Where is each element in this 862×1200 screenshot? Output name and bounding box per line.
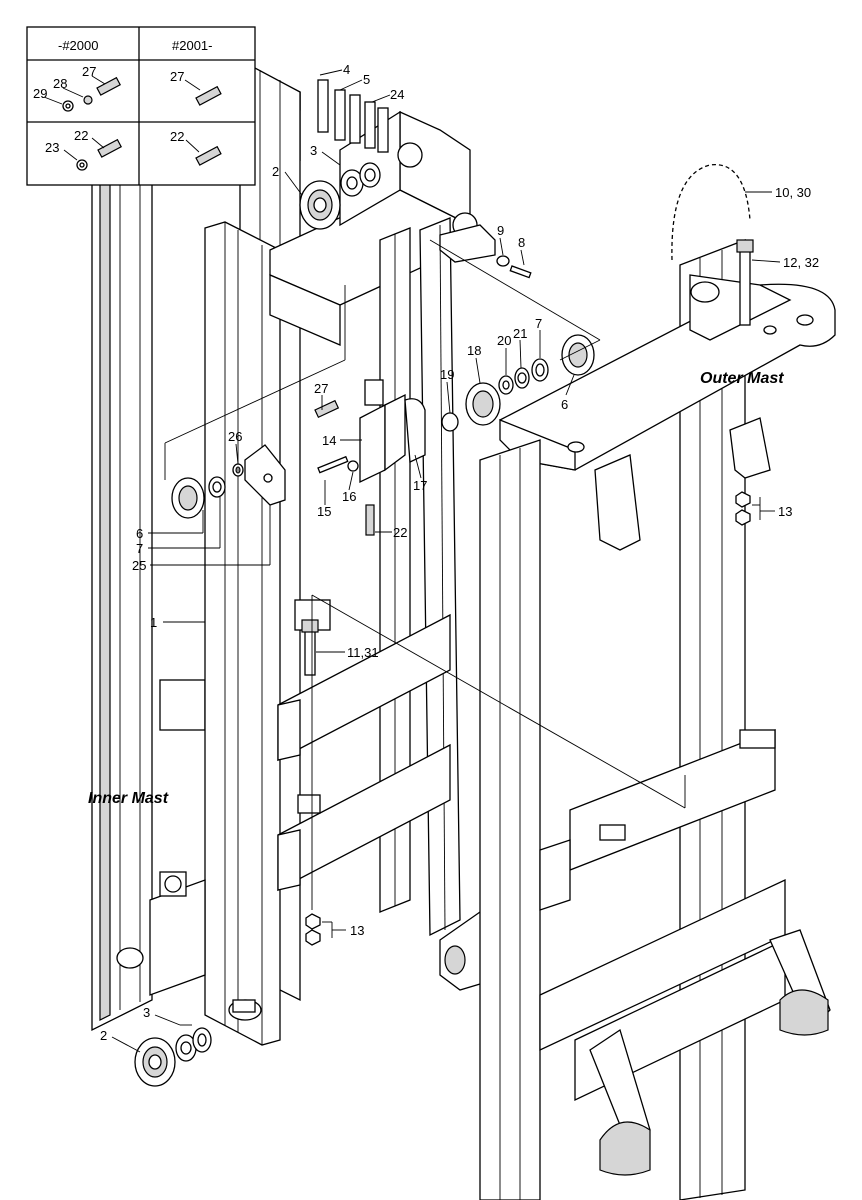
callout-12-32: 12, 32 bbox=[783, 255, 819, 270]
parts bbox=[134, 79, 754, 1087]
table-label: 27 bbox=[170, 69, 184, 84]
table-label: 22 bbox=[170, 129, 184, 144]
callout-3-top: 3 bbox=[310, 143, 317, 158]
callout-11-31: 11,31 bbox=[347, 645, 379, 660]
table-label: 23 bbox=[45, 140, 59, 155]
callout-17: 17 bbox=[413, 478, 427, 493]
callout-26: 26 bbox=[228, 429, 242, 444]
inner-mast-title: Inner Mast bbox=[88, 790, 169, 807]
outer-mast-drawing bbox=[479, 239, 836, 1200]
table-header-left: -#2000 bbox=[58, 38, 98, 53]
callout-5: 5 bbox=[363, 72, 370, 87]
callout-2-top: 2 bbox=[272, 164, 279, 179]
table-label: 27 bbox=[82, 64, 96, 79]
callout-20: 20 bbox=[497, 333, 511, 348]
callout-8: 8 bbox=[518, 235, 525, 250]
callout-24: 24 bbox=[390, 87, 404, 102]
labels: -#2000 #2001- 27 28 29 27 22 23 22 Inner… bbox=[33, 38, 819, 1043]
variant-table bbox=[26, 26, 256, 186]
callout-13-bottom: 13 bbox=[350, 923, 364, 938]
callout-25: 25 bbox=[132, 558, 146, 573]
callout-14: 14 bbox=[322, 433, 336, 448]
table-label: 22 bbox=[74, 128, 88, 143]
callout-16: 16 bbox=[342, 489, 356, 504]
inner-mast-drawing bbox=[91, 58, 301, 1046]
table-label: 28 bbox=[53, 76, 67, 91]
callout-3-bottom: 3 bbox=[143, 1005, 150, 1020]
callout-7-left: 7 bbox=[136, 541, 143, 556]
callout-7-right: 7 bbox=[535, 316, 542, 331]
callout-10-30: 10, 30 bbox=[775, 185, 811, 200]
outer-mast-title: Outer Mast bbox=[700, 370, 784, 387]
callout-22-mid: 22 bbox=[393, 525, 407, 540]
callout-21: 21 bbox=[513, 326, 527, 341]
table-header-right: #2001- bbox=[172, 38, 212, 53]
callout-9: 9 bbox=[497, 223, 504, 238]
table-label: 29 bbox=[33, 86, 47, 101]
callout-6-left: 6 bbox=[136, 526, 143, 541]
callout-6-right: 6 bbox=[561, 397, 568, 412]
callout-2-bottom: 2 bbox=[100, 1028, 107, 1043]
callout-4: 4 bbox=[343, 62, 350, 77]
callout-19: 19 bbox=[440, 367, 454, 382]
callout-1: 1 bbox=[150, 615, 157, 630]
callout-15: 15 bbox=[317, 504, 331, 519]
callout-18: 18 bbox=[467, 343, 481, 358]
leader-lines bbox=[111, 69, 781, 1053]
callout-13-right: 13 bbox=[778, 504, 792, 519]
callout-27-mid: 27 bbox=[314, 381, 328, 396]
